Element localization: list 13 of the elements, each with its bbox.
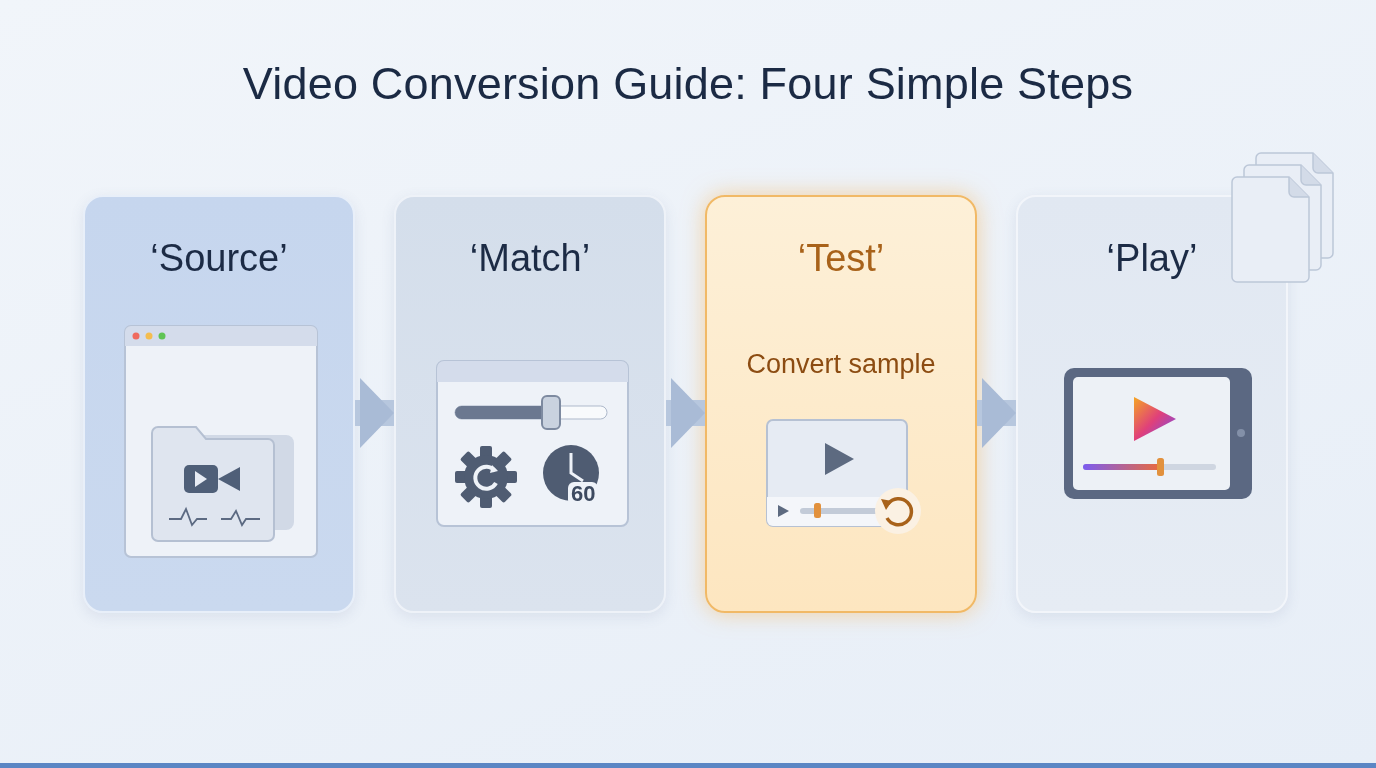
- step-card: [394, 195, 666, 613]
- diagram-title: Video Conversion Guide: Four Simple Steps: [241, 58, 1135, 110]
- step-title: ‘Test’: [796, 237, 886, 280]
- step-title: ‘Play’: [1105, 237, 1199, 280]
- arrow: [977, 378, 1016, 448]
- step-title: ‘Match’: [468, 237, 592, 280]
- step-card: [83, 195, 355, 613]
- step-title: ‘Source’: [149, 237, 289, 280]
- step-card: [1016, 195, 1288, 613]
- arrow: [355, 378, 394, 448]
- arrow: [666, 378, 705, 448]
- step-description: Convert sample: [745, 349, 937, 380]
- step-card: [705, 195, 977, 613]
